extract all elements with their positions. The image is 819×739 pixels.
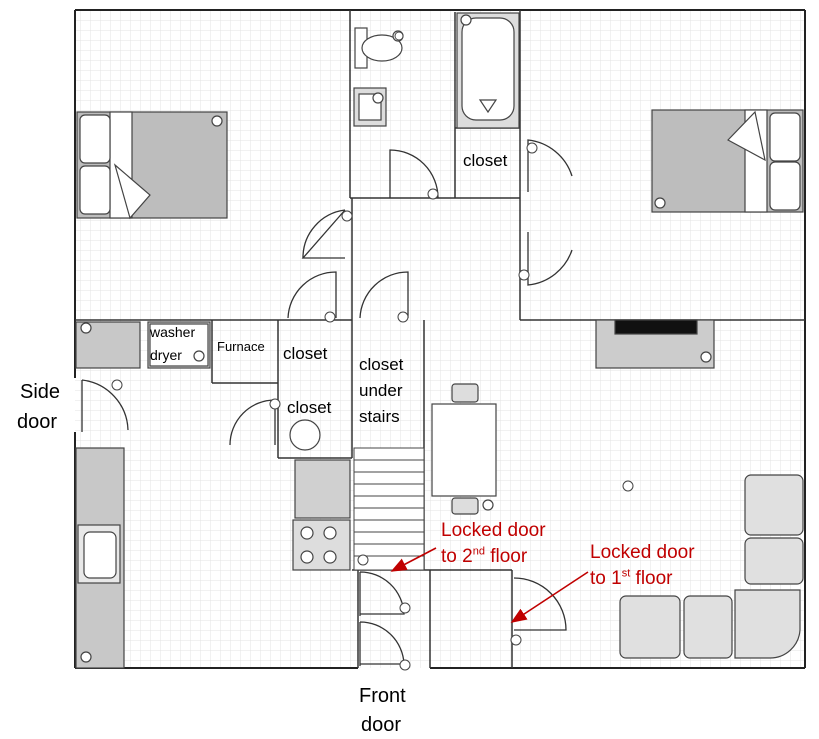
closet-mid-label: closet (283, 344, 328, 363)
front-door-label-line2: door (361, 714, 402, 736)
annotation-arrows (390, 547, 589, 623)
water-heater (289, 419, 321, 451)
washer-label: washer (150, 324, 196, 340)
dining-table (431, 383, 497, 515)
bathtub (456, 12, 520, 129)
side-door-label-line1: Side (20, 381, 61, 403)
dryer-label: dryer (150, 347, 182, 363)
closet-under-stairs-line1: closet (359, 355, 404, 374)
laundry-counter (75, 321, 211, 369)
sectional-sofa (619, 474, 804, 659)
annotation-2nd-line2: to 2nd floor (441, 545, 528, 567)
closet-under-stairs-line3: stairs (359, 407, 400, 426)
kitchen-counter-left (75, 447, 125, 669)
bed-right (651, 109, 804, 213)
arrow-2nd-floor (390, 547, 437, 572)
toilet (354, 27, 404, 69)
stairs (353, 447, 425, 571)
annotation-1st-line1: Locked door (590, 542, 695, 563)
closet-top-label: closet (463, 151, 508, 170)
annotation-2nd-line1: Locked door (441, 520, 546, 541)
bed-left (76, 111, 228, 220)
annotation-1st-line2: to 1st floor (590, 567, 673, 589)
arrow-1st-floor (510, 571, 589, 623)
furnace-label: Furnace (217, 339, 265, 354)
tv-stand (595, 319, 715, 369)
annotation-locked-2nd-floor: Locked door to 2nd floor (441, 518, 546, 569)
kitchen-counter-center (292, 459, 351, 571)
info-markers (111, 31, 634, 671)
closet-under-stairs-line2: under (359, 381, 403, 400)
sink (353, 87, 387, 127)
side-door-label-line2: door (17, 411, 58, 433)
front-door-label-line1: Front (359, 685, 406, 707)
annotation-locked-1st-floor: Locked door to 1st floor (590, 540, 695, 591)
closet-small-label: closet (287, 398, 332, 417)
